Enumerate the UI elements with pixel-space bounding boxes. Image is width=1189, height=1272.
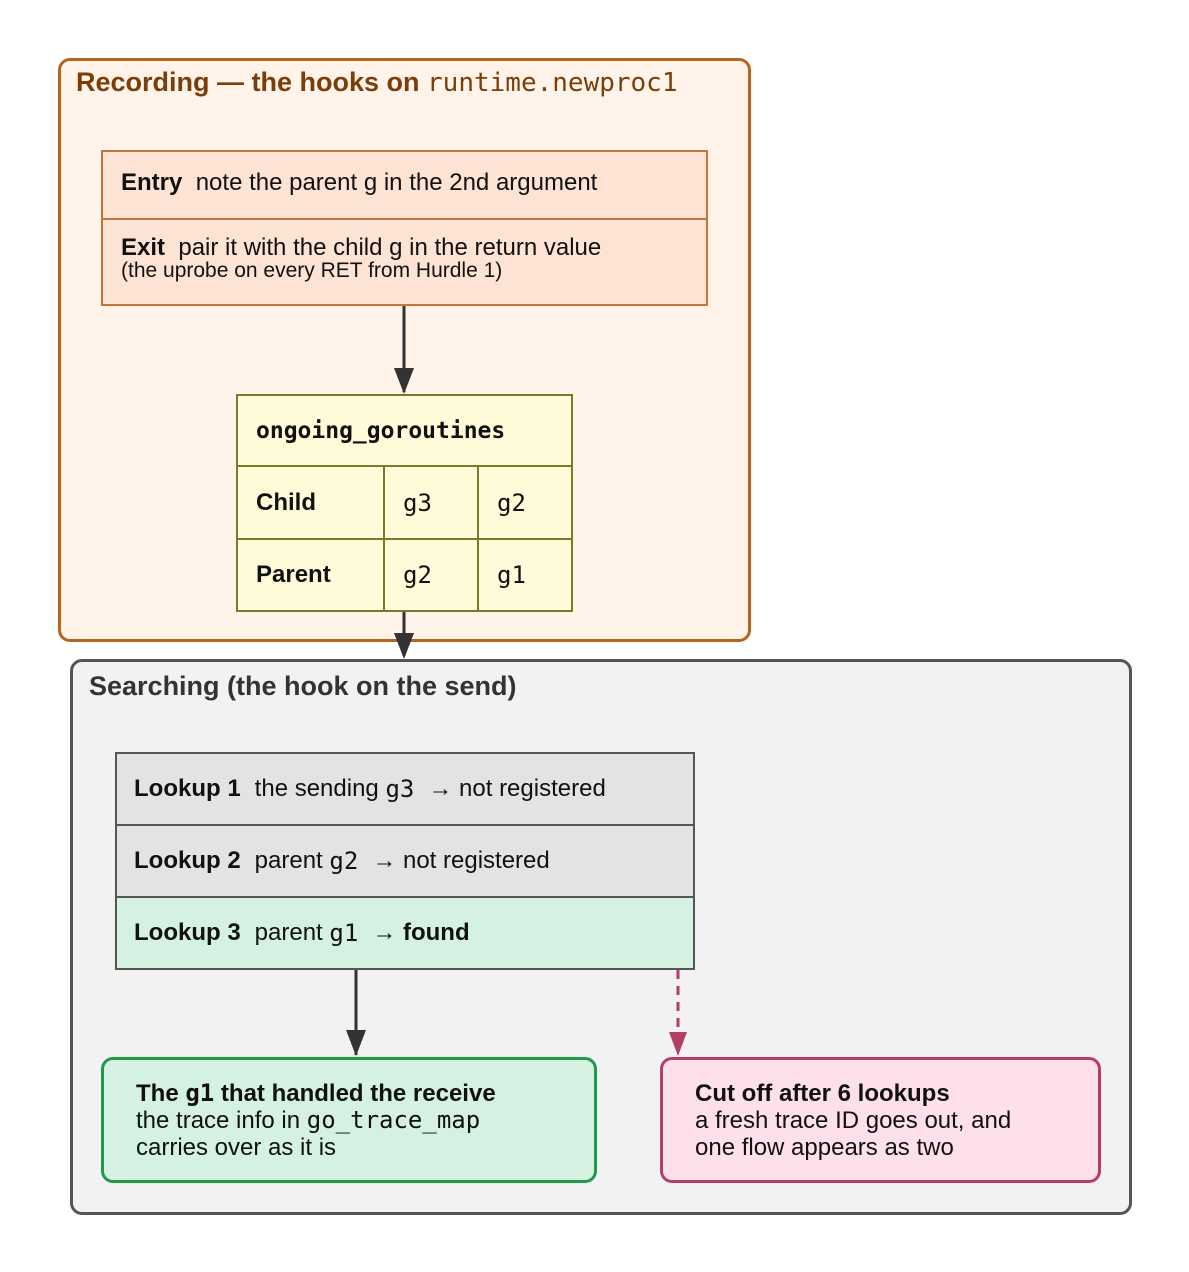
hook-exit-text: pair it with the child g in the return v… [178,234,602,261]
lookup-g: g2 [329,847,359,875]
hook-exit-note: (the uprobe on every RET from Hurdle 1) [121,259,503,282]
lookup-row-2: Lookup 2 parent g2 → not registered [117,826,693,898]
lookup-g: g1 [329,919,359,947]
arrow-right-icon: → [428,775,453,802]
goroutines-table-name: ongoing_goroutines [238,396,571,467]
recording-title-text: Recording — the hooks on [76,67,420,97]
lookup-text: parent [254,919,323,946]
arrow-head-icon [346,1030,366,1056]
lookup-label: Lookup 3 [134,919,241,946]
row-label-child: Child [256,488,316,516]
table-cell: g1 [497,561,526,589]
row-label-parent: Parent [256,561,331,588]
lookup-label: Lookup 2 [134,847,241,874]
lookup-result: not registered [402,847,550,874]
arrow-right-icon: → [372,919,397,946]
result-found-line1-text: the trace info in [136,1107,301,1134]
result-found-line1-code: go_trace_map [306,1106,481,1134]
lookup-result: not registered [459,775,606,802]
result-found-line-1: the trace info in go_trace_map [136,1106,594,1135]
hook-entry-text: note the parent g in the 2nd argument [195,169,598,196]
lookup-result-found: found [402,919,470,946]
table-divider [383,467,385,610]
table-divider [477,467,479,610]
arrow-right-icon: → [372,847,397,874]
lookup-label: Lookup 1 [134,775,241,802]
recording-title-code: runtime.newproc1 [427,68,678,98]
lookup-row-3: Lookup 3 parent g1 → found [117,898,693,968]
result-found-title-code: g1 [185,1079,215,1107]
result-found-title-post: that handled the receive [220,1080,496,1107]
result-cut-line-2: one flow appears as two [695,1134,954,1161]
recording-title: Recording — the hooks on runtime.newproc… [76,64,677,101]
lookup-text: parent [254,847,323,874]
lookup-row-1: Lookup 1 the sending g3 → not registered [117,754,693,826]
result-cut-title: Cut off after 6 lookups [695,1080,950,1107]
searching-title: Searching (the hook on the send) [89,671,517,701]
table-cell: g2 [497,488,526,517]
result-found-title-pre: The [136,1080,179,1107]
table-divider [238,538,571,540]
hook-entry-label: Entry [121,169,183,196]
result-cut-line-1: a fresh trace ID goes out, and [695,1107,1012,1134]
result-found-line-2: carries over as it is [136,1134,337,1161]
lookup-g: g3 [385,775,415,803]
lookup-text: the sending [254,775,379,802]
table-cell: g3 [403,488,432,517]
arrow-head-icon [669,1032,687,1056]
result-found-box: The g1 that handled the receive the trac… [101,1057,597,1183]
lookup-table: Lookup 1 the sending g3 → not registered… [115,752,695,970]
hook-exit-label: Exit [121,234,166,261]
table-cell: g2 [403,561,432,589]
hook-exit-row: Exit pair it with the child g in the ret… [103,220,706,306]
arrow-head-icon [394,368,414,394]
arrow-head-icon [394,633,414,659]
goroutines-table: ongoing_goroutines Child g3 g2 Parent g2… [236,394,573,612]
hook-entry-row: Entry note the parent g in the 2nd argum… [103,152,706,220]
result-cut-box: Cut off after 6 lookups a fresh trace ID… [660,1057,1101,1183]
result-found-title: The g1 that handled the receive [136,1079,594,1108]
hook-table: Entry note the parent g in the 2nd argum… [101,150,708,306]
